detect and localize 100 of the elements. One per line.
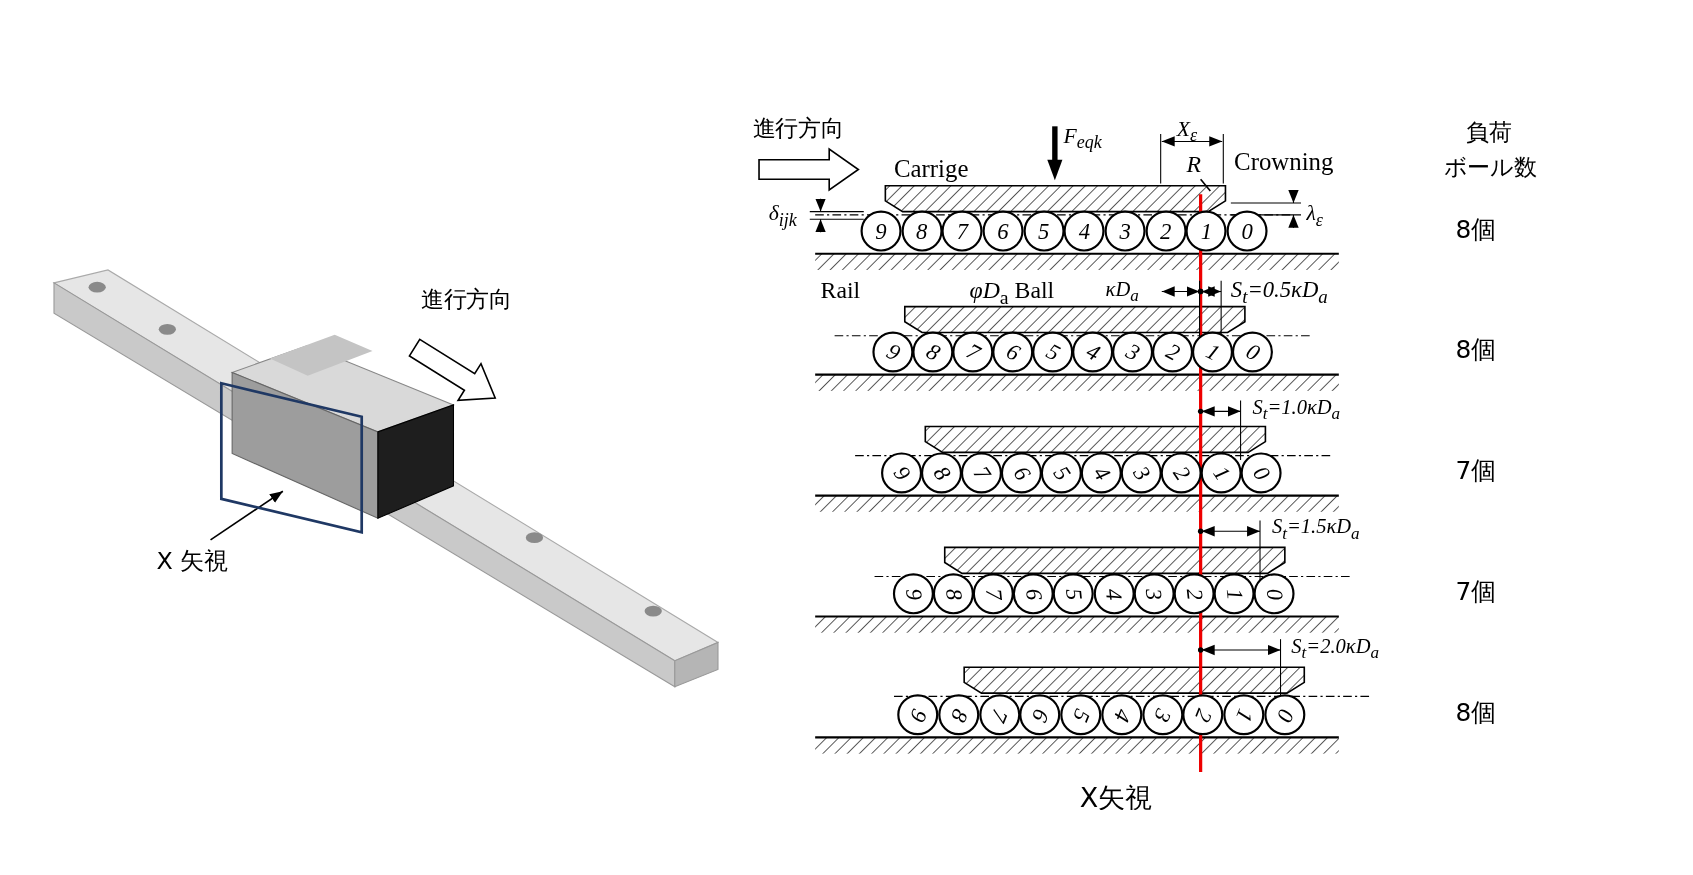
ball-number: 3 [1149, 705, 1176, 725]
ball [1112, 331, 1154, 373]
ball [1240, 452, 1282, 494]
ball [1226, 210, 1268, 252]
ball-count: 8個 [1455, 336, 1497, 365]
ball-number: 9 [875, 219, 887, 243]
ball-number: 2 [1182, 587, 1206, 601]
view-label: X矢視 [1079, 782, 1153, 810]
ball-number: 8 [945, 705, 972, 725]
ball-number: 8 [916, 219, 928, 243]
ball [1013, 573, 1055, 615]
ball-number: 4 [1109, 705, 1135, 725]
dimension-label: κD$_{a}$ [1105, 278, 1139, 305]
dimension-label: S$_{t}$=0.5κD$_{a}$ [1230, 277, 1328, 308]
ball [933, 573, 974, 615]
ball [892, 573, 934, 615]
ball-number: 7 [968, 461, 994, 484]
ball [1223, 694, 1265, 736]
ball-number: 9 [889, 461, 915, 484]
part-label: Rail [820, 277, 861, 304]
ball [952, 331, 994, 373]
ball-number: 9 [905, 705, 931, 725]
ball-number: 7 [956, 219, 969, 243]
ball [912, 331, 954, 373]
ball-number: 7 [962, 339, 984, 365]
ball [1173, 573, 1215, 615]
ball [1093, 573, 1135, 615]
ball-number: 0 [1248, 461, 1274, 484]
ball-number: 5 [1068, 705, 1094, 725]
ball [982, 210, 1024, 252]
ball [1192, 331, 1233, 373]
ball-number: 6 [1008, 461, 1034, 484]
ball [1023, 210, 1065, 252]
column-heading: 負荷 [1466, 120, 1512, 146]
ball-number: 6 [1021, 587, 1046, 601]
ball [1053, 573, 1095, 615]
ball-number: 3 [1128, 461, 1154, 484]
ball-number: 5 [1048, 461, 1074, 484]
dimension-label: X$_{ε}$ [1176, 116, 1198, 147]
ball [860, 210, 902, 252]
part-label: Crowning [1234, 147, 1334, 176]
ball [1080, 452, 1122, 494]
ball [1231, 331, 1273, 373]
ball [1185, 210, 1227, 252]
ball [1072, 331, 1114, 373]
ball [938, 694, 980, 736]
ball-number: 9 [901, 587, 926, 601]
force-label: F$_{eqk}$ [1063, 123, 1102, 153]
ball [1000, 452, 1042, 494]
leader-line [1199, 178, 1212, 192]
column-heading: ボール数 [1443, 155, 1537, 181]
ball [1152, 331, 1194, 373]
ball-number: 3 [1122, 339, 1143, 365]
ball-number: 4 [1088, 461, 1114, 484]
ball-number: 1 [1222, 587, 1246, 601]
ball [1040, 452, 1082, 494]
ball-count: 7個 [1455, 578, 1497, 607]
ball-number: 3 [1141, 587, 1166, 601]
ball-number: 0 [1272, 705, 1298, 725]
ball [1160, 452, 1202, 494]
ball [1200, 452, 1242, 494]
ball [1133, 573, 1175, 615]
ball [1182, 694, 1224, 736]
ball-number: 4 [1082, 339, 1103, 365]
ball-number: 2 [1160, 219, 1172, 243]
ball-number: 6 [997, 219, 1009, 243]
ball [1264, 694, 1306, 736]
ball-number: 0 [1262, 587, 1286, 601]
ball-number: 8 [922, 339, 944, 365]
radius-label: R [1186, 151, 1202, 178]
ball-number: 6 [1002, 339, 1024, 365]
ball [1019, 694, 1061, 736]
ball [897, 694, 939, 736]
ball-number: 4 [1078, 219, 1091, 243]
ball-count: 8個 [1455, 699, 1497, 727]
view-frame [220, 381, 364, 534]
ball-count: 8個 [1455, 215, 1497, 244]
ball-number: 2 [1162, 339, 1183, 365]
ball [1060, 694, 1102, 736]
ball-number: 7 [981, 587, 1006, 601]
ball-number: 7 [986, 705, 1012, 725]
ball [992, 331, 1034, 373]
ball-number: 2 [1190, 705, 1216, 725]
ball [921, 452, 962, 494]
ball [1145, 210, 1187, 252]
view-label: X 矢視 [156, 548, 228, 575]
ball [978, 694, 1020, 736]
ball-number: 1 [1208, 461, 1234, 484]
direction-label: 進行方向 [752, 116, 844, 142]
ball-number: 0 [1242, 339, 1263, 365]
ball [1032, 331, 1074, 373]
ball-number: 5 [1061, 587, 1086, 601]
ball-number: 8 [928, 461, 955, 484]
ball [960, 452, 1002, 494]
dimension-label: S$_{t}$=2.0κD$_{a}$ [1291, 635, 1380, 663]
ball [901, 210, 943, 252]
ball [1063, 210, 1105, 252]
ball-number: 1 [1202, 339, 1223, 365]
ball-number: 2 [1168, 461, 1194, 484]
ball [1213, 573, 1255, 615]
